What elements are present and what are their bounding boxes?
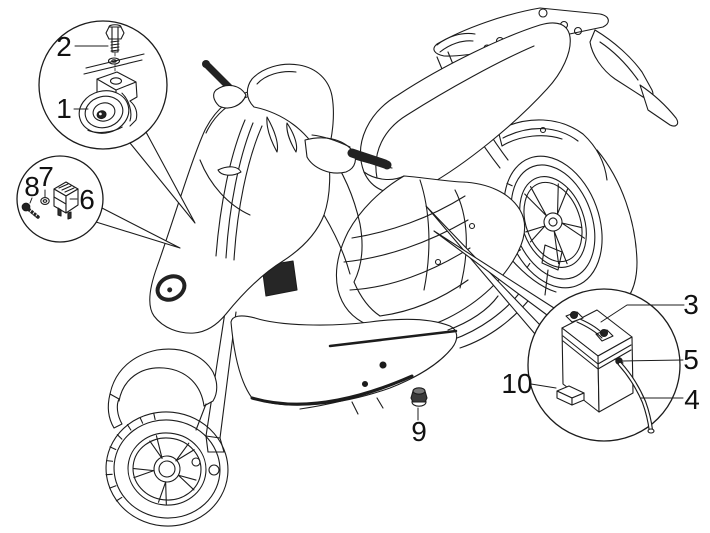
callout-label-2: 2 (56, 31, 72, 62)
callout-leaders (95, 131, 555, 335)
detail-bubble-battery (527, 288, 681, 442)
detail-bubble-horn (38, 20, 168, 150)
tail-fin (589, 29, 679, 127)
callout-labels: 2 1 8 7 6 3 5 4 10 9 (24, 31, 700, 447)
headlight (155, 274, 187, 302)
callout-label-5: 5 (683, 344, 699, 375)
scooter-illustration (105, 7, 679, 527)
mirror-stem (202, 60, 247, 109)
callout-label-7: 7 (38, 161, 54, 192)
break-marks (83, 53, 145, 75)
battery-cable (617, 361, 655, 434)
detail-bubble-relay (16, 155, 104, 243)
handlebar-right (304, 134, 392, 174)
callout-label-10: 10 (501, 368, 532, 399)
relay-washer (40, 197, 50, 205)
battery (561, 309, 634, 413)
callout-label-9: 9 (411, 416, 427, 447)
front-fender (107, 348, 218, 431)
callout-label-8: 8 (24, 171, 40, 202)
fuse (556, 385, 585, 406)
horn (78, 90, 132, 134)
callout-lines (29, 45, 685, 421)
front-fairing (149, 60, 392, 334)
callout-label-4: 4 (684, 384, 700, 415)
body-panels (284, 175, 533, 349)
callout-label-1: 1 (56, 93, 72, 124)
callout-label-6: 6 (79, 184, 95, 215)
flanged-nut (410, 387, 428, 407)
callout-label-3: 3 (683, 289, 699, 320)
rear-fender (497, 119, 638, 297)
relay-screw (21, 202, 40, 219)
floorboard (230, 260, 499, 415)
front-wheel (105, 411, 229, 527)
relay (53, 181, 79, 220)
